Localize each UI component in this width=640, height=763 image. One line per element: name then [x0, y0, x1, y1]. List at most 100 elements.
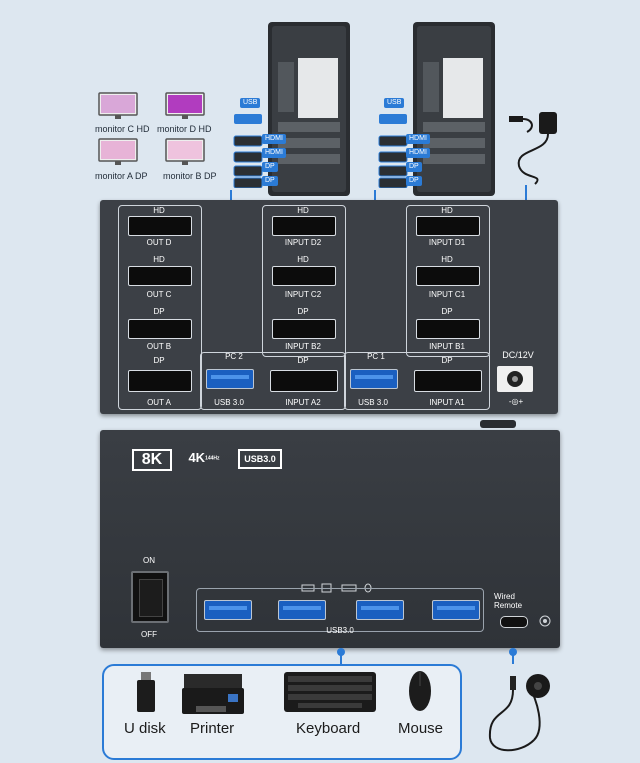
out-a-label: OUT A	[147, 398, 171, 407]
devices-frame	[102, 664, 462, 760]
out-d-type: HD	[153, 206, 165, 215]
pc1-input-a-label: INPUT A1	[429, 398, 465, 407]
pc2-dp-tag-2: DP	[262, 176, 278, 186]
udisk-icon	[136, 672, 156, 714]
pc2-cable-bundle	[232, 110, 272, 189]
pc2-usb-label: USB 3.0	[214, 398, 244, 407]
pc2-usb-tag: USB	[240, 98, 261, 108]
badge-usb3: USB3.0	[238, 449, 282, 469]
pc2-input-group	[262, 205, 346, 357]
power-jack	[497, 366, 533, 392]
pc1-input-a-port	[414, 370, 482, 392]
pc1-input-c-port	[416, 266, 480, 286]
usb-group	[196, 588, 484, 632]
remote-line	[512, 650, 514, 664]
remote-line-dot	[509, 648, 517, 656]
pc2-group	[200, 352, 346, 410]
pc1-input-c-label: INPUT C1	[428, 290, 466, 299]
pc1-hdmi-tag-1: HDMI	[406, 134, 430, 144]
pc1-usb-port	[350, 369, 398, 389]
out-a-type: DP	[153, 356, 165, 365]
pc2-input-c-port	[272, 266, 336, 286]
pc2-input-c-label: INPUT C2	[284, 290, 322, 299]
pc1-input-group	[406, 205, 490, 357]
usb-port-4[interactable]	[432, 600, 480, 620]
pc1-usb-tag: USB	[384, 98, 405, 108]
usb-port-2[interactable]	[278, 600, 326, 620]
pc2-input-b-port	[272, 319, 336, 339]
pc1-b-type: DP	[441, 307, 453, 316]
wired-remote-label: Wired Remote	[494, 592, 523, 610]
keyboard-icon	[284, 672, 376, 712]
pc1-input-d-label: INPUT D1	[428, 238, 466, 247]
badge-4k: 4K144Hz	[184, 449, 224, 467]
out-d-label: OUT D	[146, 238, 172, 247]
pc2-input-d-port	[272, 216, 336, 236]
pc1-tower	[413, 22, 495, 196]
pc1-d-type: HD	[441, 206, 453, 215]
pc1-title: PC 1	[367, 352, 385, 361]
udisk-label: U disk	[124, 720, 166, 737]
pc2-input-a-port	[270, 370, 338, 392]
printer-label: Printer	[190, 720, 235, 737]
monitor-a-label: monitor A DP	[95, 171, 148, 181]
out-c-type: HD	[153, 255, 165, 264]
usb-group-label: USB3.0	[326, 626, 354, 635]
usb-line-dot	[337, 648, 345, 656]
out-c-port	[128, 266, 192, 286]
pc1-dp-tag-1: DP	[406, 162, 422, 172]
pc1-cable-bundle	[377, 110, 417, 189]
out-d-port	[128, 216, 192, 236]
out-group	[118, 205, 202, 410]
mouse-icon	[408, 670, 432, 712]
pc2-a-type: DP	[297, 356, 309, 365]
out-a-port	[128, 370, 192, 392]
monitor-b-label: monitor B DP	[163, 171, 217, 181]
pc2-input-a-label: INPUT A2	[285, 398, 321, 407]
out-b-label: OUT B	[146, 342, 172, 351]
pc2-c-type: HD	[297, 255, 309, 264]
out-b-type: DP	[153, 307, 165, 316]
usb-devices-line	[340, 650, 342, 664]
monitor-d-icon	[165, 92, 205, 120]
monitor-c-icon	[98, 92, 138, 120]
pc1-hdmi-tag-2: HDMI	[406, 148, 430, 158]
wired-remote-device	[480, 668, 560, 758]
out-b-port	[128, 319, 192, 339]
pc2-title: PC 2	[225, 352, 243, 361]
badge-4k-text: 4K	[188, 450, 206, 465]
pc1-dp-tag-2: DP	[406, 176, 422, 186]
pc1-input-d-port	[416, 216, 480, 236]
pc1-input-b-port	[416, 319, 480, 339]
switch-off-label: OFF	[141, 630, 157, 639]
pc2-usb-port	[206, 369, 254, 389]
mouse-label: Mouse	[398, 720, 444, 737]
pc2-hdmi-tag-2: HDMI	[262, 148, 286, 158]
top-button[interactable]	[480, 420, 516, 428]
remote-port[interactable]	[500, 616, 528, 628]
pc2-d-type: HD	[297, 206, 309, 215]
badge-8k: 8K	[132, 449, 172, 471]
power-adapter-icon	[505, 108, 565, 188]
badge-4k-sub: 144Hz	[205, 455, 220, 462]
power-switch-rocker	[139, 579, 163, 617]
pc2-tower	[268, 22, 350, 196]
power-switch[interactable]	[131, 571, 169, 623]
pc2-dp-tag-1: DP	[262, 162, 278, 172]
printer-icon	[182, 670, 244, 718]
monitor-d-label: monitor D HD	[157, 124, 212, 134]
power-polarity: -◎+	[508, 397, 524, 406]
monitor-a-icon	[98, 138, 138, 166]
remote-icon	[538, 614, 552, 628]
monitor-c-label: monitor C HD	[95, 124, 150, 134]
out-c-label: OUT C	[146, 290, 172, 299]
pc1-group	[344, 352, 490, 410]
pc2-hdmi-tag-1: HDMI	[262, 134, 286, 144]
pc2-b-type: DP	[297, 307, 309, 316]
pc1-a-type: DP	[441, 356, 453, 365]
usb-port-3[interactable]	[356, 600, 404, 620]
pc2-input-d-label: INPUT D2	[284, 238, 322, 247]
power-label: DC/12V	[502, 350, 534, 360]
pc2-input-b-label: INPUT B2	[285, 342, 321, 351]
usb-port-1[interactable]	[204, 600, 252, 620]
